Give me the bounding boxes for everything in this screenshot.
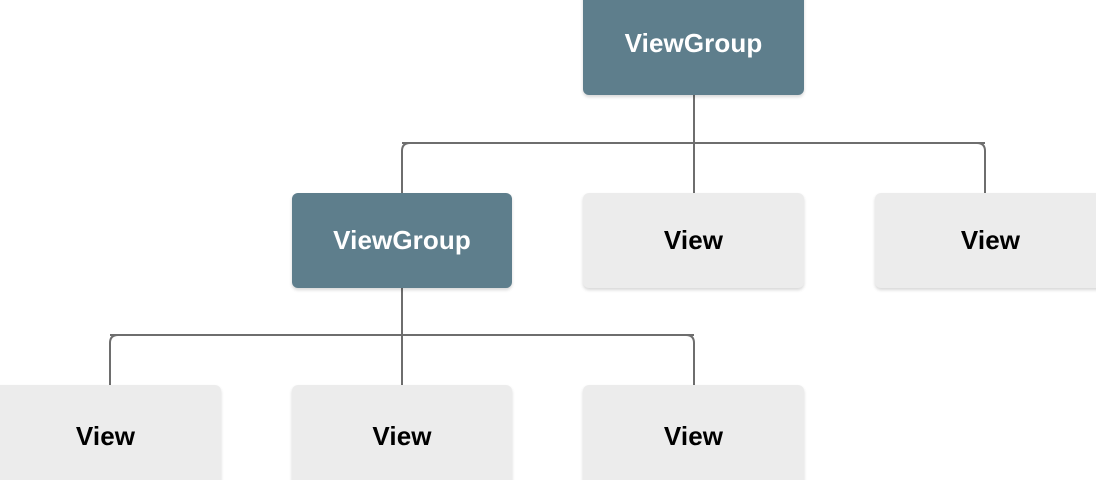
connector-e-root-vg1 [401, 142, 411, 193]
node-label: ViewGroup [333, 225, 471, 255]
node-label: View [372, 421, 432, 451]
node-v-3[interactable]: View [0, 385, 221, 480]
connector-e-vg1-v3 [109, 334, 119, 385]
connector-e-root-v2 [976, 142, 986, 193]
node-label: View [663, 421, 724, 451]
connector-e-vg1-v5 [685, 334, 695, 385]
node-v-4[interactable]: View [292, 385, 512, 480]
node-label: View [960, 225, 1021, 255]
node-root[interactable]: ViewGroup [583, 0, 804, 95]
node-v-5[interactable]: View [583, 385, 804, 480]
node-label: ViewGroup [624, 28, 763, 58]
node-v-1[interactable]: View [583, 193, 804, 288]
node-label: View [75, 421, 136, 451]
node-v-2[interactable]: View [875, 193, 1096, 288]
node-label: View [663, 225, 724, 255]
node-vg-1[interactable]: ViewGroup [292, 193, 512, 288]
